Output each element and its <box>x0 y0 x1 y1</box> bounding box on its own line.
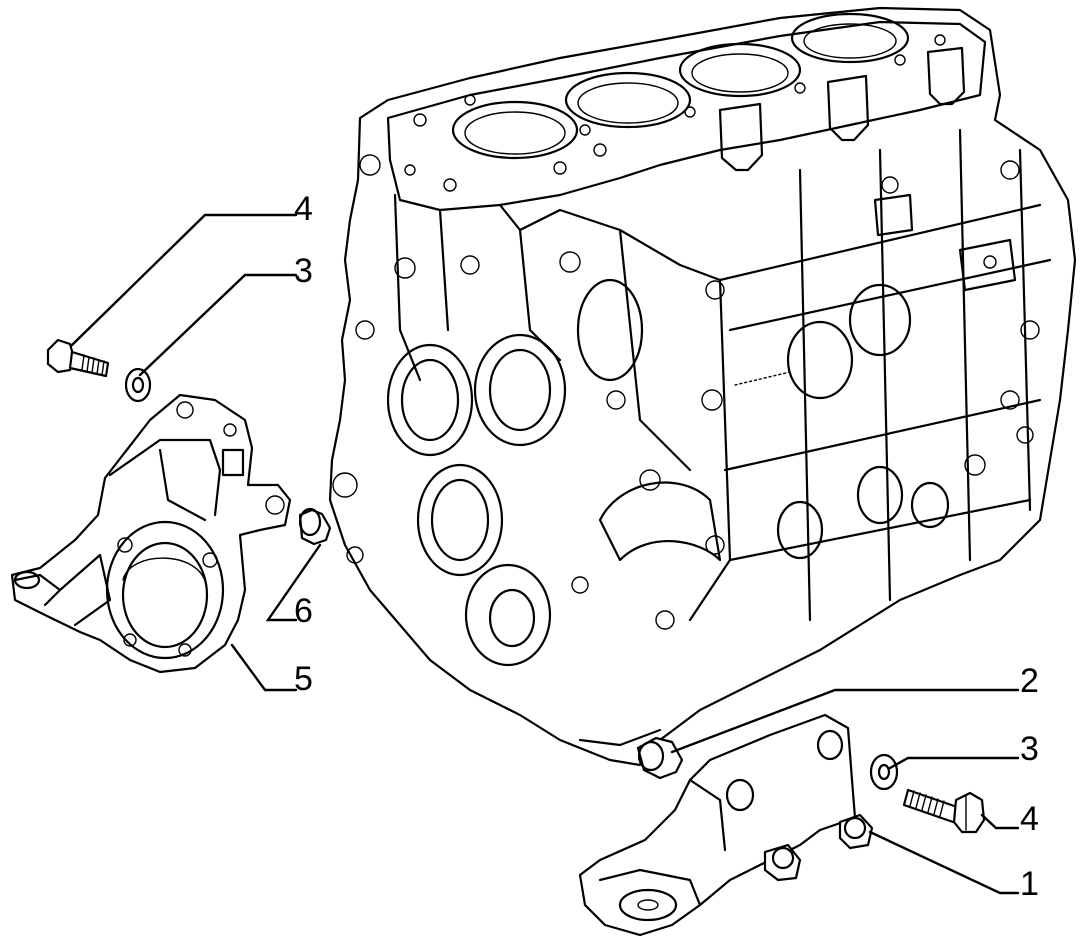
callout-6: 6 <box>294 592 313 630</box>
leader-4-top <box>70 213 298 347</box>
leader-lines <box>70 213 1020 895</box>
callout-1: 1 <box>1020 865 1039 903</box>
engine-support-bracket-left <box>10 393 292 674</box>
callout-4-bottom: 4 <box>1020 800 1039 838</box>
engine-block <box>328 6 1077 767</box>
bolt-bottom <box>902 788 986 834</box>
callout-5: 5 <box>294 660 313 698</box>
leader-1 <box>868 830 1020 895</box>
spacer-bush-6 <box>298 507 332 546</box>
leader-6 <box>265 543 322 622</box>
callout-4-top: 4 <box>294 190 313 228</box>
callout-3-bottom: 3 <box>1020 730 1039 768</box>
callout-numbers: 4 3 6 5 2 3 4 1 <box>294 190 1039 903</box>
washer-top <box>124 367 152 403</box>
engine-support-bracket-right <box>578 713 874 937</box>
leader-2 <box>670 688 1020 754</box>
leader-5 <box>230 643 298 692</box>
leader-3-top <box>138 273 298 377</box>
bolt-top <box>46 338 110 378</box>
callout-3-top: 3 <box>294 252 313 290</box>
washer-bottom <box>869 753 899 791</box>
leader-4-bottom <box>980 813 1020 830</box>
callout-2: 2 <box>1020 662 1039 700</box>
spacer-bush-2 <box>636 736 684 780</box>
leader-3-bottom <box>888 756 1020 770</box>
